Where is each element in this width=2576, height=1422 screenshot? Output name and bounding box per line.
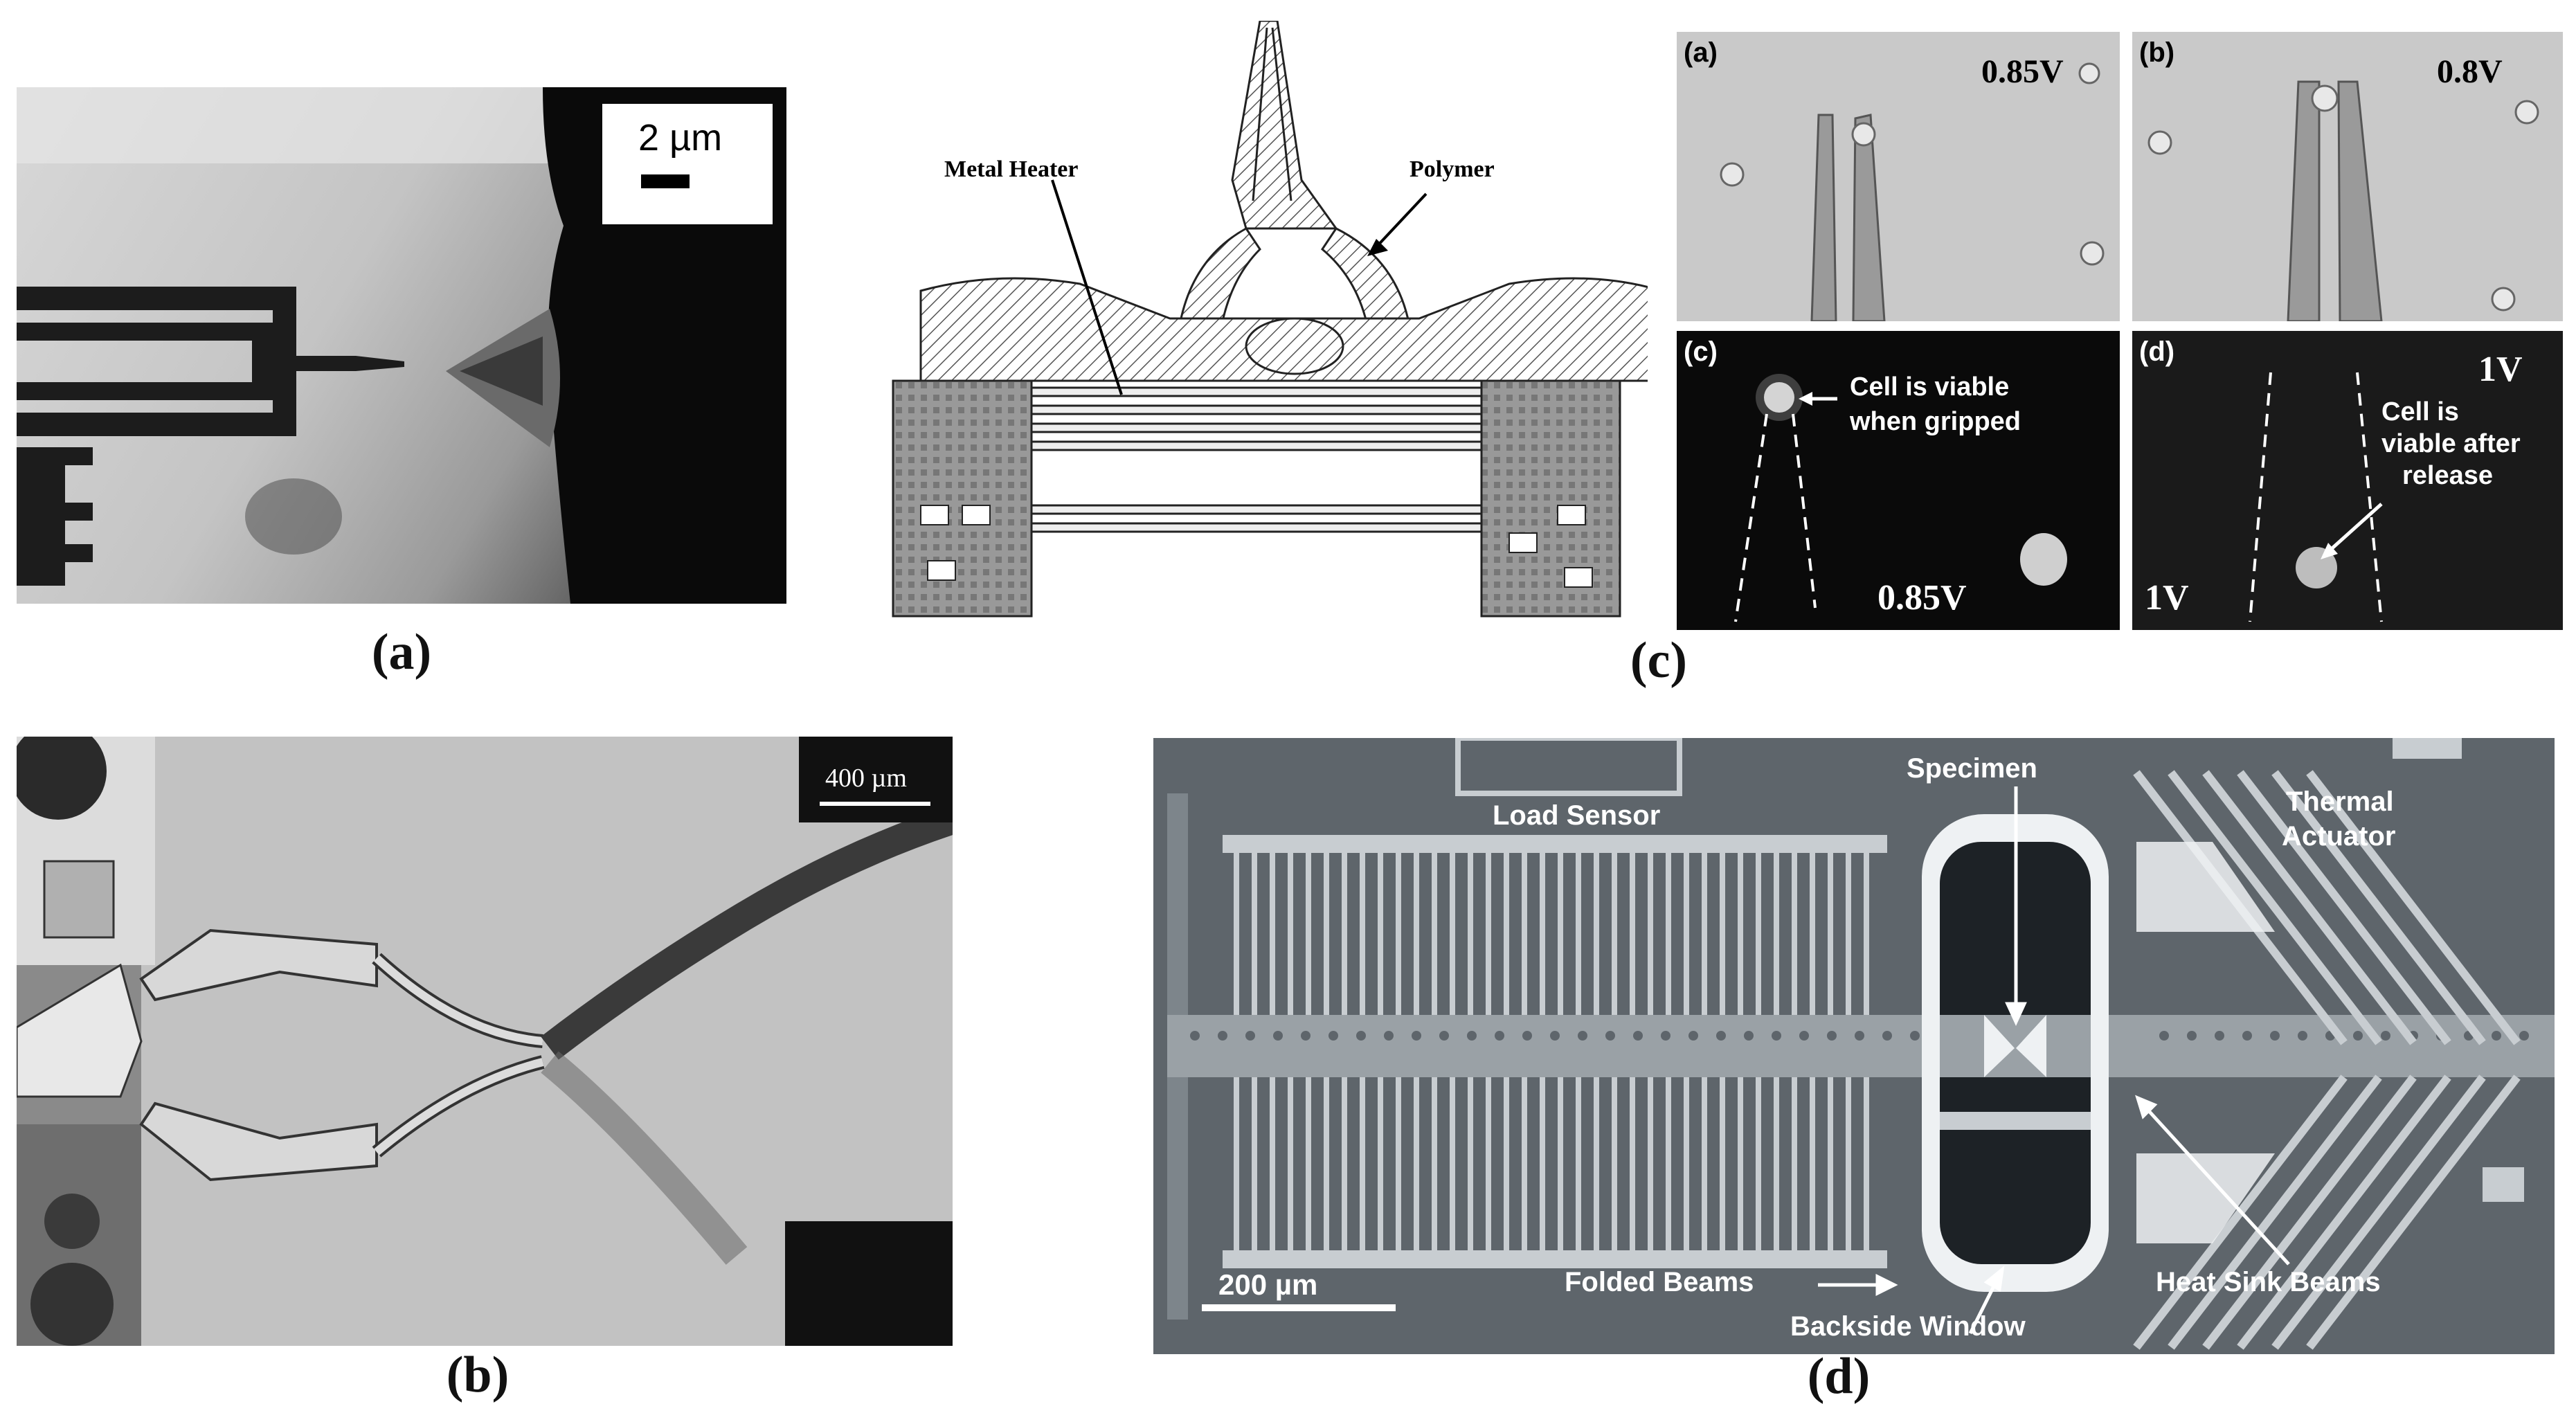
label-load-sensor: Load Sensor (1493, 800, 1661, 831)
subpanel-d-image (2132, 331, 2563, 630)
subpanel-a-image (1677, 32, 2120, 321)
panel-d-sem: Specimen Load Sensor Thermal Actuator Fo… (1153, 738, 2555, 1354)
caption-b: (b) (446, 1347, 510, 1403)
subpanel-b-tag: (b) (2139, 37, 2175, 68)
scale-bar-label: 400 µm (825, 764, 907, 793)
subpanel-d-note-3: release (2402, 461, 2494, 490)
panel-b-image (17, 737, 953, 1346)
gripper-schematic (892, 21, 1648, 618)
subpanel-a-tag: (a) (1684, 37, 1718, 68)
panel-b-micrograph: 400 µm (17, 737, 953, 1346)
label-metal-heater: Metal Heater (944, 156, 1079, 182)
label-polymer: Polymer (1409, 156, 1495, 182)
subpanel-b-voltage: 0.8V (2437, 53, 2503, 90)
subpanel-c-d: (d) 1V Cell is viable after release 1V (2132, 331, 2563, 630)
panel-a-micrograph: 2 µm (17, 87, 786, 604)
scale-bar-label: 2 µm (638, 117, 723, 159)
subpanel-c-voltage: 0.85V (1877, 578, 1967, 618)
subpanel-d-tag: (d) (2139, 336, 2175, 367)
panel-d-image (1153, 738, 2555, 1354)
subpanel-c-a: (a) 0.85V (1677, 32, 2120, 321)
subpanel-c-image (1677, 331, 2120, 630)
subpanel-d-note-2: viable after (2381, 429, 2521, 458)
label-folded-beams: Folded Beams (1565, 1267, 1754, 1297)
panel-a-image (17, 87, 786, 604)
subpanel-c-tag: (c) (1684, 336, 1718, 367)
panel-c-gripper-diagram: Metal Heater Polymer (858, 21, 1648, 623)
subpanel-c-note-1: Cell is viable (1850, 372, 2010, 402)
caption-d: (d) (1807, 1348, 1871, 1405)
label-backside-window: Backside Window (1790, 1311, 2026, 1342)
subpanel-b-image (2132, 32, 2563, 321)
subpanel-c-c: (c) Cell is viable when gripped 0.85V (1677, 331, 2120, 630)
subpanel-d-note-1: Cell is (2381, 397, 2459, 426)
scale-bar-label: 200 µm (1218, 1268, 1318, 1301)
subpanel-c-b: (b) 0.8V (2132, 32, 2563, 321)
subpanel-d-voltage-top: 1V (2478, 350, 2523, 389)
label-actuator: Actuator (2282, 821, 2396, 852)
label-specimen: Specimen (1907, 753, 2037, 784)
caption-a: (a) (371, 624, 432, 681)
label-thermal: Thermal (2286, 786, 2394, 817)
subpanel-d-voltage-bottom: 1V (2145, 578, 2189, 618)
subpanel-a-voltage: 0.85V (1981, 53, 2064, 90)
label-heat-sink-beams: Heat Sink Beams (2156, 1267, 2381, 1297)
subpanel-c-note-2: when gripped (1850, 407, 2021, 436)
caption-c: (c) (1630, 632, 1688, 689)
